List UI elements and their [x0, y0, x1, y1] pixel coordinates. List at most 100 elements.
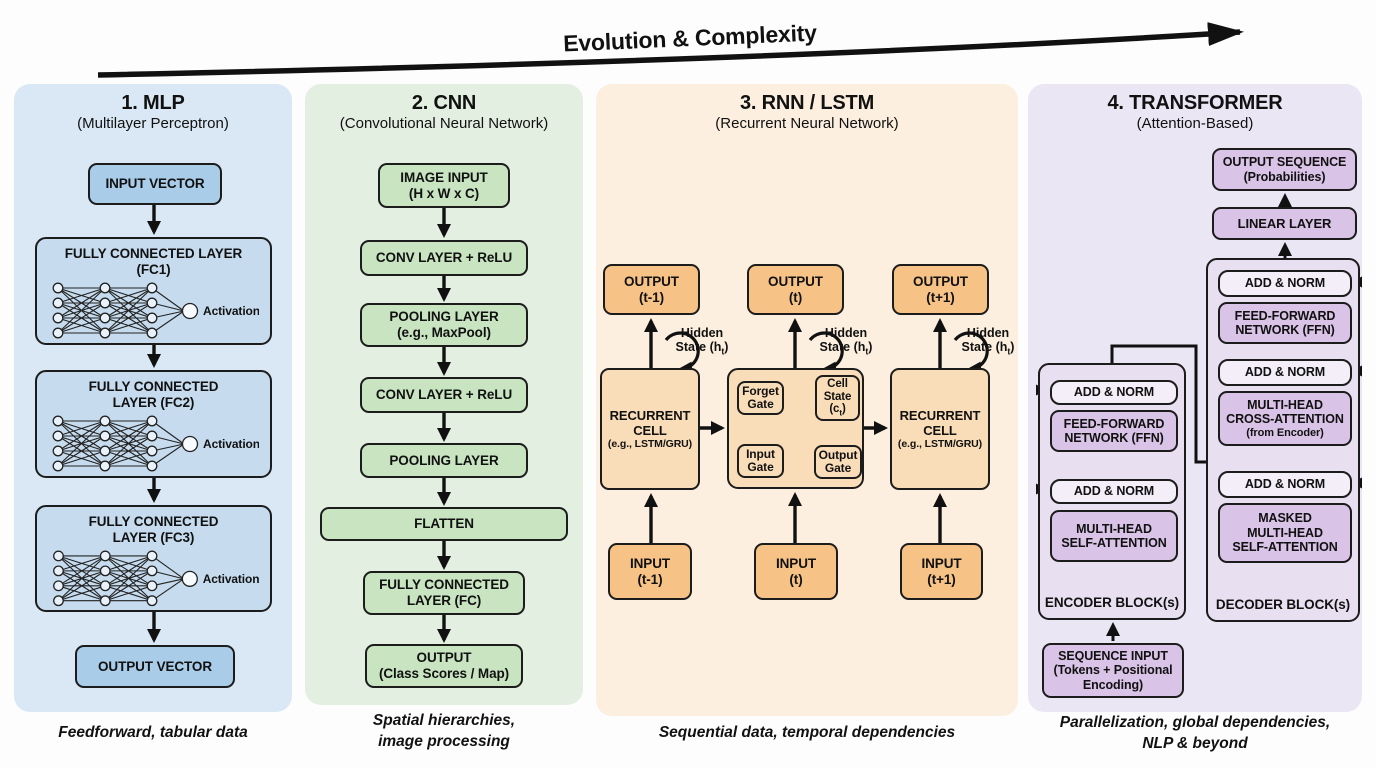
- cnn-image-input-box: IMAGE INPUT (H x W x C): [378, 163, 510, 208]
- rnn-input3-sublabel: (t+1): [927, 571, 956, 587]
- output-gate-box: Output Gate: [814, 445, 862, 479]
- input-gate-box: Input Gate: [737, 444, 784, 478]
- hidden-state-label: Hidden State (ht): [818, 326, 874, 357]
- cnn-flatten-label: FLATTEN: [414, 516, 474, 532]
- mlp-title: 1. MLP: [121, 92, 185, 114]
- decoder-ffn-box: FEED-FORWARD NETWORK (FFN): [1218, 302, 1352, 344]
- cross-attention-box: MULTI-HEAD CROSS-ATTENTION (from Encoder…: [1218, 391, 1352, 446]
- neural-network-icon: Activation: [52, 550, 259, 607]
- cnn-conv2-label: CONV LAYER + ReLU: [375, 387, 513, 403]
- cnn-header: 2. CNN (Convolutional Neural Network): [305, 91, 583, 134]
- encoder-block-label: ENCODER BLOCK(s): [1044, 595, 1180, 611]
- rnn-cell-line3: (e.g., LSTM/GRU): [607, 437, 693, 450]
- rnn-caption: Sequential data, temporal dependencies: [658, 724, 956, 741]
- decoder-addnorm-1: ADD & NORM: [1218, 270, 1352, 297]
- cnn-pool1-label: POOLING LAYER: [389, 309, 499, 325]
- masked-attention-line2: MULTI-HEAD: [1247, 525, 1323, 540]
- output-sequence-sublabel: (Probabilities): [1243, 169, 1326, 184]
- hidden-state-line1: Hidden: [966, 326, 1010, 340]
- mlp-subtitle: (Multilayer Perceptron): [77, 115, 229, 133]
- neural-network-icon: Activation: [52, 282, 259, 339]
- input-gate-line1: Input: [746, 447, 775, 462]
- cell-state-sub: t: [839, 408, 842, 418]
- rnn-output-box: OUTPUT (t+1): [892, 264, 989, 315]
- rnn-panel: 3. RNN / LSTM (Recurrent Neural Network)…: [596, 84, 1018, 716]
- masked-attention-line3: SELF-ATTENTION: [1232, 540, 1338, 555]
- hidden-state-label: Hidden State (ht): [960, 326, 1016, 357]
- cnn-fc-label: FULLY CONNECTED: [379, 577, 509, 593]
- cnn-conv1-box: CONV LAYER + ReLU: [360, 240, 528, 276]
- cnn-output-sublabel: (Class Scores / Map): [378, 666, 510, 681]
- cnn-flatten-box: FLATTEN: [320, 507, 568, 541]
- mlp-caption: Feedforward, tabular data: [58, 724, 248, 741]
- encoder-ffn-box: FEED-FORWARD NETWORK (FFN): [1050, 410, 1178, 452]
- encoder-addnorm-2: ADD & NORM: [1050, 479, 1178, 504]
- rnn-cell-line2: CELL: [633, 422, 667, 438]
- rnn-output-box: OUTPUT (t): [747, 264, 844, 315]
- mlp-fc2-sublabel: LAYER (FC2): [112, 394, 195, 410]
- cell-state-box: Cell State (ct): [815, 375, 860, 421]
- cross-attention-line3: (from Encoder): [1246, 426, 1324, 439]
- rnn-header: 3. RNN / LSTM (Recurrent Neural Network): [596, 91, 1018, 134]
- transformer-panel: 4. TRANSFORMER (Attention-Based): [1028, 84, 1362, 712]
- ffn-line1: FEED-FORWARD: [1234, 308, 1336, 323]
- linear-layer-box: LINEAR LAYER: [1212, 207, 1357, 240]
- mlp-fc2-label: FULLY CONNECTED: [88, 379, 219, 394]
- cell-state-line2: State: [823, 390, 852, 403]
- transformer-subtitle: (Attention-Based): [1136, 115, 1254, 133]
- masked-attention-line1: MASKED: [1258, 511, 1312, 526]
- rnn-input1-label: INPUT: [629, 555, 670, 571]
- mlp-activation-label: Activation: [202, 572, 258, 586]
- cnn-panel: 2. CNN (Convolutional Neural Network) IM…: [305, 84, 583, 705]
- encoder-block: ADD & NORM FEED-FORWARD NETWORK (FFN) AD…: [1038, 363, 1186, 620]
- rnn-output3-sublabel: (t+1): [926, 289, 955, 305]
- rnn-output2-sublabel: (t): [788, 289, 803, 305]
- mlp-fc3-box: FULLY CONNECTED LAYER (FC3) Activation: [35, 505, 272, 612]
- cnn-output-label: OUTPUT: [416, 650, 472, 666]
- rnn-title: 3. RNN / LSTM: [739, 92, 875, 114]
- rnn-subtitle: (Recurrent Neural Network): [715, 115, 899, 133]
- hidden-state-pre: State (h: [675, 340, 722, 355]
- hidden-state-sub: t: [865, 346, 869, 357]
- forget-gate-box: Forget Gate: [737, 381, 784, 415]
- rnn-input3-label: INPUT: [921, 555, 962, 571]
- rnn-recurrent-cell-box: RECURRENT CELL (e.g., LSTM/GRU): [600, 368, 700, 490]
- sequence-input-line3: Encoding): [1082, 677, 1144, 692]
- hidden-state-pre: State (h: [961, 340, 1008, 355]
- cnn-output-box: OUTPUT (Class Scores / Map): [365, 644, 523, 688]
- add-norm-label: ADD & NORM: [1073, 385, 1155, 400]
- encoder-addnorm-1: ADD & NORM: [1050, 380, 1178, 405]
- cnn-caption-line2: image processing: [378, 733, 510, 751]
- ffn-line1: FEED-FORWARD: [1063, 416, 1165, 431]
- ffn-line2: NETWORK (FFN): [1064, 431, 1164, 445]
- evolution-complexity-title: Evolution & Complexity: [562, 19, 818, 57]
- cross-attention-line1: MULTI-HEAD: [1247, 397, 1323, 412]
- masked-self-attention-box: MASKED MULTI-HEAD SELF-ATTENTION: [1218, 503, 1352, 563]
- cnn-image-input-label: IMAGE INPUT: [400, 169, 488, 185]
- rnn-output1-label: OUTPUT: [624, 273, 679, 289]
- transformer-caption: Parallelization, global dependencies, NL…: [1028, 712, 1362, 755]
- forget-gate-line2: Gate: [747, 397, 774, 411]
- sequence-input-box: SEQUENCE INPUT (Tokens + Positional Enco…: [1042, 643, 1184, 698]
- mlp-fc1-sublabel: (FC1): [136, 261, 171, 277]
- cnn-image-input-sublabel: (H x W x C): [408, 185, 480, 201]
- hidden-state-sub: t: [721, 346, 725, 357]
- rnn-input2-sublabel: (t): [789, 571, 803, 587]
- mlp-fc1-box: FULLY CONNECTED LAYER (FC1) Activation: [35, 237, 272, 345]
- rnn-output1-sublabel: (t-1): [639, 289, 664, 305]
- linear-layer-label: LINEAR LAYER: [1237, 215, 1332, 231]
- output-gate-line1: Output: [818, 448, 858, 463]
- self-attention-box: MULTI-HEAD SELF-ATTENTION: [1050, 510, 1178, 562]
- mlp-output-label: OUTPUT VECTOR: [98, 658, 212, 674]
- add-norm-label: ADD & NORM: [1073, 484, 1155, 499]
- forget-gate-line1: Forget: [742, 384, 779, 399]
- cell-state-pre: (c: [829, 402, 840, 415]
- transformer-caption-line1: Parallelization, global dependencies,: [1059, 714, 1331, 731]
- rnn-lstm-cell-box: Forget Gate Cell State (ct) Input Gate O…: [727, 368, 864, 489]
- cnn-pool1-sublabel: (e.g., MaxPool): [397, 325, 491, 340]
- transformer-header: 4. TRANSFORMER (Attention-Based): [1028, 91, 1362, 134]
- mlp-fc3-label: FULLY CONNECTED: [88, 514, 219, 529]
- hidden-state-post: ): [1010, 340, 1015, 355]
- decoder-addnorm-3: ADD & NORM: [1218, 471, 1352, 498]
- cnn-subtitle: (Convolutional Neural Network): [339, 115, 549, 133]
